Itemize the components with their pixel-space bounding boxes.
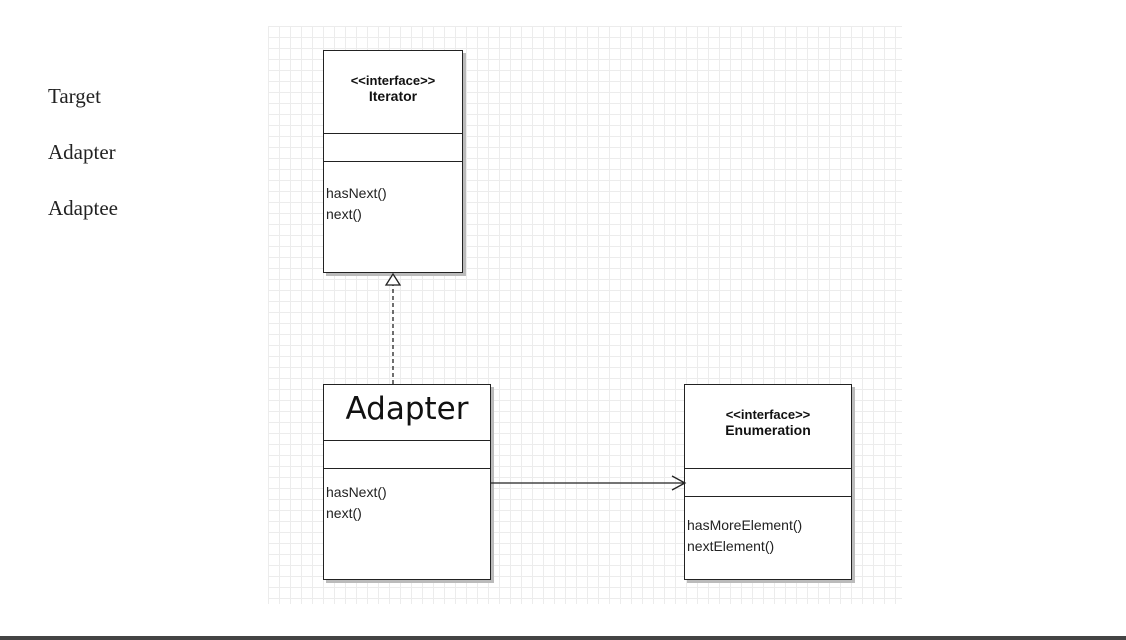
enumeration-methods: hasMoreElement() nextElement() bbox=[685, 497, 851, 561]
adapter-attributes bbox=[324, 441, 490, 469]
enumeration-class-box[interactable]: <<interface>> Enumeration hasMoreElement… bbox=[684, 384, 852, 580]
role-adapter-label: Adapter bbox=[48, 140, 116, 164]
page-divider bbox=[0, 636, 1126, 640]
enumeration-name: Enumeration bbox=[725, 422, 811, 438]
role-list: Target Adapter Adaptee bbox=[48, 82, 118, 250]
iterator-method: hasNext() bbox=[326, 185, 387, 201]
iterator-class-box[interactable]: <<interface>> Iterator hasNext() next() bbox=[323, 50, 463, 273]
role-adaptee-label: Adaptee bbox=[48, 196, 118, 220]
adapter-header: Adapter bbox=[324, 385, 490, 441]
iterator-attributes bbox=[324, 134, 462, 162]
enumeration-method: hasMoreElement() bbox=[687, 517, 803, 533]
iterator-method: next() bbox=[326, 206, 362, 222]
iterator-stereotype: <<interface>> bbox=[350, 73, 436, 88]
iterator-header: <<interface>> Iterator bbox=[324, 51, 462, 134]
enumeration-stereotype: <<interface>> bbox=[725, 407, 811, 422]
enumeration-attributes bbox=[685, 469, 851, 497]
enumeration-method: nextElement() bbox=[687, 538, 775, 554]
association-arrowhead bbox=[671, 475, 687, 491]
adapter-method: hasNext() bbox=[326, 484, 387, 500]
adapter-name: Adapter bbox=[345, 391, 469, 427]
iterator-methods: hasNext() next() bbox=[324, 162, 462, 229]
adapter-class-box[interactable]: Adapter hasNext() next() bbox=[323, 384, 491, 580]
adapter-methods: hasNext() next() bbox=[324, 469, 490, 528]
enumeration-header: <<interface>> Enumeration bbox=[685, 385, 851, 469]
role-target-label: Target bbox=[48, 84, 101, 108]
iterator-name: Iterator bbox=[368, 88, 418, 104]
adapter-method: next() bbox=[326, 505, 362, 521]
realization-arrowhead bbox=[384, 272, 402, 286]
